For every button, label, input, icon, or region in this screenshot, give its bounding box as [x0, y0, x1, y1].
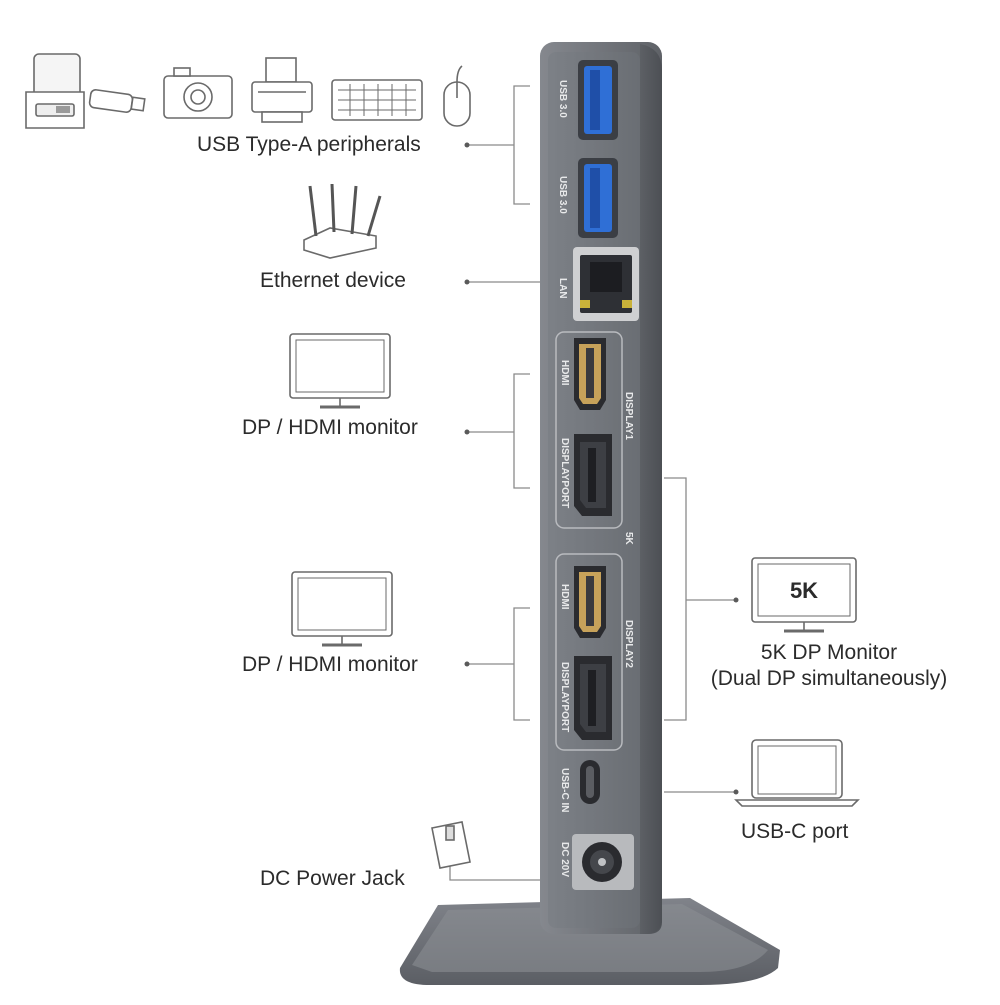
port-label-usb2: USB 3.0 [557, 176, 568, 214]
displayport-1 [574, 434, 612, 516]
label-5k-monitor: 5K DP Monitor (Dual DP simultaneously) [711, 642, 948, 689]
port-label-dp1: DISPLAYPORT [559, 438, 570, 508]
label-monitor-1: DP / HDMI monitor [242, 416, 418, 439]
monitor-icon [289, 333, 391, 409]
hdd-dock-icon [25, 53, 85, 129]
port-label-hdmi2: HDMI [559, 584, 570, 610]
dock-stand [399, 898, 780, 985]
laptop-icon [734, 739, 860, 807]
port-label-usb1: USB 3.0 [557, 80, 568, 118]
router-icon [303, 183, 382, 259]
usb-stick-icon [88, 89, 146, 113]
port-labels: USB 3.0 USB 3.0 LAN HDMI DISPLAYPORT DIS… [557, 80, 634, 877]
label-5k-monitor-line1: 5K DP Monitor [760, 641, 898, 664]
connector-dots [464, 142, 739, 795]
label-dc-jack: DC Power Jack [260, 867, 405, 890]
dc-jack [572, 834, 634, 890]
port-label-lan: LAN [557, 278, 568, 299]
displayport-2 [574, 656, 612, 740]
camera-icon [163, 67, 233, 119]
hdmi-port-2 [574, 566, 606, 638]
usb-port-2 [578, 158, 618, 238]
power-adapter-icon [431, 821, 471, 869]
usb-c-in-port [580, 760, 600, 804]
hdmi-port-1 [574, 338, 606, 410]
label-usb-a: USB Type-A peripherals [197, 133, 421, 156]
label-monitor-2: DP / HDMI monitor [242, 653, 418, 676]
monitor-5k-icon [751, 557, 857, 633]
label-5k-monitor-line2: (Dual DP simultaneously) [710, 667, 948, 690]
display2-frame [555, 553, 623, 751]
monitor-5k-screen-label: 5K [790, 578, 818, 603]
port-label-hdmi1: HDMI [559, 360, 570, 386]
mouse-icon [443, 65, 471, 127]
connector-lines [449, 85, 736, 881]
display1-frame [555, 331, 623, 529]
usb-port-1 [578, 60, 618, 140]
port-label-usbc-in: USB-C IN [559, 768, 570, 812]
monitor-icon [291, 571, 393, 647]
keyboard-icon [331, 79, 423, 121]
port-label-dp2: DISPLAYPORT [559, 662, 570, 732]
port-label-display1: DISPLAY1 [623, 392, 634, 440]
port-label-display2: DISPLAY2 [623, 620, 634, 668]
printer-icon [251, 57, 313, 123]
lan-port [573, 247, 639, 321]
port-label-5k: 5K [623, 532, 634, 546]
label-usb-c: USB-C port [741, 820, 849, 843]
label-ethernet: Ethernet device [260, 269, 406, 292]
port-label-dc20v: DC 20V [559, 842, 570, 877]
peripheral-icons [25, 53, 860, 869]
